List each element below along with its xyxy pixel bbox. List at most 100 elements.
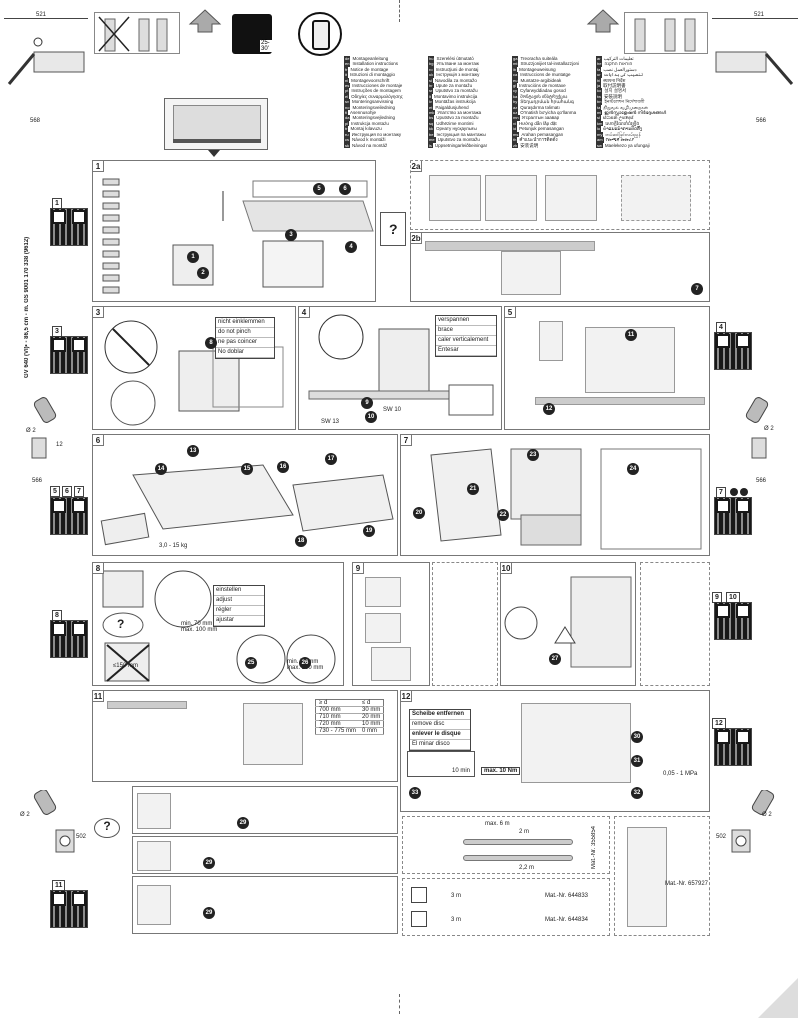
side-dim-left-2: 566 bbox=[32, 478, 43, 484]
language-code: hu bbox=[428, 56, 435, 62]
language-code: it bbox=[344, 72, 348, 78]
language-title: Maelekezo ya ufungaji bbox=[604, 142, 650, 148]
language-code: sl bbox=[428, 77, 433, 84]
language-code: bs bbox=[428, 115, 435, 121]
qr-code[interactable] bbox=[50, 336, 88, 374]
language-title: Упатство за монтажа bbox=[437, 110, 482, 116]
step-circle: 9 bbox=[361, 397, 373, 409]
timer-box: 10 min bbox=[407, 751, 475, 777]
language-title: 安裝說明 bbox=[604, 93, 622, 99]
qr-code[interactable] bbox=[50, 497, 88, 535]
panel-number: 9 bbox=[353, 563, 364, 574]
language-code: th bbox=[512, 137, 518, 143]
language-title: Instrukcja montażu bbox=[351, 120, 389, 126]
step-circle: 27 bbox=[549, 653, 561, 665]
step-circle: 20 bbox=[413, 507, 425, 519]
panel-9: 9 bbox=[352, 562, 430, 686]
language-title: Montāžas instrukcija bbox=[434, 99, 476, 105]
step-circle: 10 bbox=[365, 411, 377, 423]
language-code: nl bbox=[344, 77, 350, 84]
language-title: Quraşdırma təlimatı bbox=[520, 104, 560, 110]
step-circle: 29 bbox=[237, 817, 249, 829]
language-code: lv bbox=[428, 99, 433, 105]
qr-code[interactable] bbox=[714, 602, 752, 640]
wrench-size: SW 13 bbox=[321, 419, 340, 425]
qr-code[interactable] bbox=[714, 332, 752, 370]
language-title: ইনস্টলেশন নির্দেশাবলী bbox=[604, 99, 645, 105]
language-title: Upute za montažu bbox=[435, 83, 473, 89]
step-circle: 33 bbox=[409, 787, 421, 799]
qr-code[interactable] bbox=[50, 620, 88, 658]
language-title: Instrucţiuni de montaj bbox=[435, 66, 479, 72]
step-circle: 25 bbox=[245, 657, 257, 669]
language-title: Szerelési útmutató bbox=[436, 56, 474, 61]
wall-screw-drawing bbox=[7, 37, 85, 85]
language-code: he bbox=[596, 61, 603, 67]
panel-10b bbox=[640, 562, 710, 686]
language-code: ca bbox=[512, 72, 519, 78]
qr-code[interactable] bbox=[714, 497, 752, 535]
language-title: Hướng dẫn lắp đặt bbox=[518, 120, 557, 126]
panel-1: 1 1 2 3 4 5 6 bbox=[92, 160, 376, 302]
language-code: ms bbox=[512, 131, 520, 138]
side-dim-right-1: 566 bbox=[756, 118, 767, 124]
qr-code[interactable] bbox=[714, 728, 752, 766]
panel-number: 2a bbox=[411, 161, 422, 172]
panel-5: 5 11 12 bbox=[504, 306, 710, 430]
language-code: ga bbox=[512, 56, 519, 62]
language-code: lo bbox=[596, 126, 602, 132]
panel-7: 7 20 21 22 23 24 bbox=[400, 434, 710, 556]
language-code: mt bbox=[512, 61, 519, 67]
language-code: uk bbox=[428, 72, 435, 78]
language-code: sq bbox=[428, 120, 435, 127]
language-title: ස්ථාපන උපදෙස් bbox=[602, 115, 634, 121]
language-title: တပ်ဆင်ခြင်းလမ်းညွှန် bbox=[605, 131, 641, 137]
cassette-icons bbox=[730, 488, 754, 496]
language-title: Упътване за монтаж bbox=[436, 61, 479, 67]
drill-icon-left: Ø 2 12 bbox=[26, 396, 68, 462]
language-code: et bbox=[428, 104, 434, 111]
language-code: km bbox=[596, 120, 604, 127]
qr-code[interactable] bbox=[50, 890, 88, 928]
panel-9b bbox=[432, 562, 498, 686]
language-code: sw bbox=[596, 142, 603, 148]
language-title: Орнату нұсқаулығы bbox=[436, 126, 477, 132]
language-code: mn bbox=[512, 115, 520, 121]
qr-code[interactable] bbox=[50, 208, 88, 246]
step-circle: 2 bbox=[197, 267, 209, 279]
step-circle: 29 bbox=[203, 857, 215, 869]
phone-manual-icon bbox=[298, 12, 342, 56]
language-title: स्थापना निर्देश bbox=[603, 77, 626, 83]
language-code: ro bbox=[428, 66, 434, 73]
language-code: hr bbox=[428, 83, 434, 89]
step-circle: 17 bbox=[325, 453, 337, 465]
step-circle: 22 bbox=[497, 509, 509, 521]
language-code: no bbox=[344, 104, 351, 111]
language-title: Paigaldusjuhend bbox=[435, 104, 469, 110]
panel-number: 8 bbox=[93, 563, 104, 574]
language-title: Montavimo instrukcija bbox=[434, 93, 478, 99]
qr-label-5: 5 bbox=[50, 486, 60, 497]
language-code: es bbox=[344, 83, 351, 89]
